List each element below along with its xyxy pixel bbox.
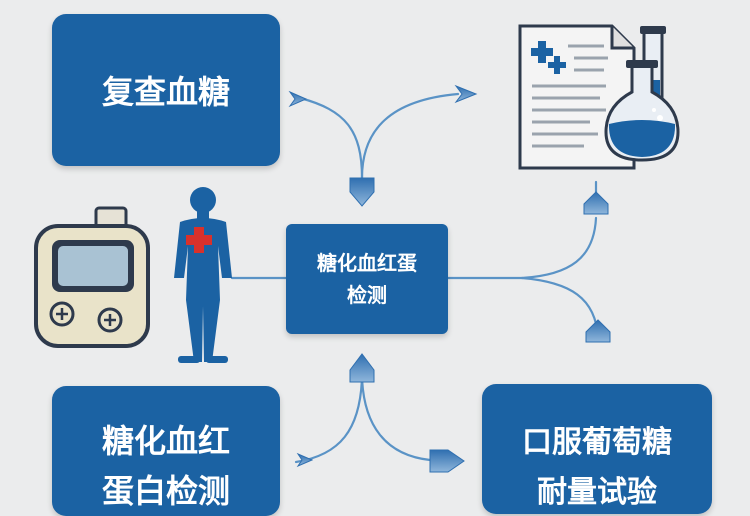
box-label-line2: 检测: [347, 283, 387, 307]
connector-lines: [230, 92, 600, 464]
box-label-line1: 糖化血红: [101, 422, 230, 460]
connector-recheck-to-center: [298, 96, 364, 180]
flow-diagram: 复查血糖 糖化血红蛋 检测 糖化血红 蛋白检测 口服葡萄糖 耐量试验: [34, 14, 712, 516]
oral-glucose-tolerance-test-box: 口服葡萄糖 耐量试验: [482, 384, 712, 514]
connector-hba1c-to-center: [294, 376, 364, 464]
arrow-up-icon: [349, 353, 375, 383]
human-body-icon: [174, 187, 232, 363]
connector-center-to-ogtt: [360, 376, 432, 462]
flask-icon: [604, 60, 680, 162]
hba1c-test-center-box: 糖化血红蛋 检测: [286, 224, 448, 334]
box-label-line2: 耐量试验: [537, 475, 657, 510]
connector-center-to-report: [360, 92, 460, 180]
medical-cross-icon: [186, 227, 212, 253]
box-label-line2: 蛋白检测: [101, 472, 230, 510]
arrow-up-icon: [583, 191, 609, 215]
arrow-right-icon: [288, 90, 308, 108]
hba1c-test-box: 糖化血红 蛋白检测: [52, 386, 280, 516]
connector-branch-down: [520, 276, 600, 340]
recheck-blood-glucose-box: 复查血糖: [52, 14, 280, 166]
connector-branch-up: [520, 216, 598, 280]
glucose-meter-icon: [34, 206, 150, 348]
box-label: 复查血糖: [101, 73, 230, 111]
arrow-up-icon: [585, 319, 611, 343]
arrow-down-icon: [349, 177, 375, 207]
arrow-right-icon: [429, 449, 465, 473]
box-label-line1: 口服葡萄糖: [522, 425, 672, 460]
arrow-right-icon: [454, 84, 478, 104]
arrow-right-icon: [296, 452, 314, 468]
arrow-heads: [288, 84, 611, 473]
connector-layer: [34, 24, 680, 473]
box-label-line1: 糖化血红蛋: [317, 251, 417, 275]
